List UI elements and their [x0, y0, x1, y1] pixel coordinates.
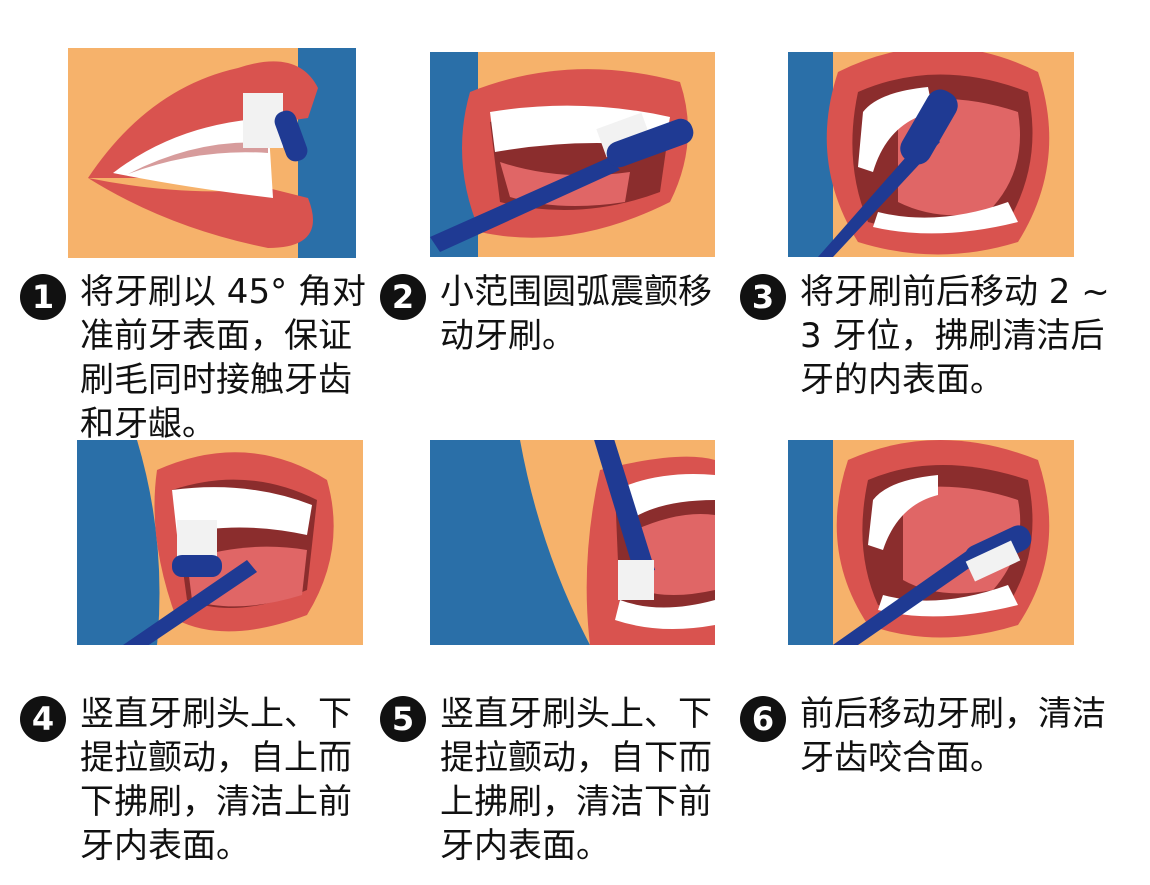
step-1-text: 将牙刷以 45° 角对 准前牙表面，保证 刷毛同时接触牙齿 和牙龈。: [80, 272, 366, 444]
step-6-text: 前后移动牙刷，清洁 牙齿咬合面。: [800, 694, 1106, 778]
step-2-number-badge: 2: [380, 274, 426, 320]
step-5-number-badge: 5: [380, 696, 426, 742]
step-5-illustration: [430, 440, 715, 645]
step-1-illustration: [68, 48, 356, 258]
step-1-number-badge: 1: [20, 274, 66, 320]
step-3-text: 将牙刷前后移动 2 ~ 3 牙位，拂刷清洁后 牙的内表面。: [800, 272, 1110, 400]
step-2-illustration: [430, 52, 715, 257]
step-4-illustration: [77, 440, 363, 645]
step-4-text: 竖直牙刷头上、下 提拉颤动，自上而 下拂刷，清洁上前 牙内表面。: [80, 694, 352, 866]
step-6-number-badge: 6: [740, 696, 786, 742]
step-4-number-badge: 4: [20, 696, 66, 742]
step-3-illustration: [788, 52, 1074, 257]
step-2-text: 小范围圆弧震颤移 动牙刷。: [440, 272, 712, 356]
step-3-number-badge: 3: [740, 274, 786, 320]
step-6-illustration: [788, 440, 1074, 645]
step-5-text: 竖直牙刷头上、下 提拉颤动，自下而 上拂刷，清洁下前 牙内表面。: [440, 694, 712, 866]
